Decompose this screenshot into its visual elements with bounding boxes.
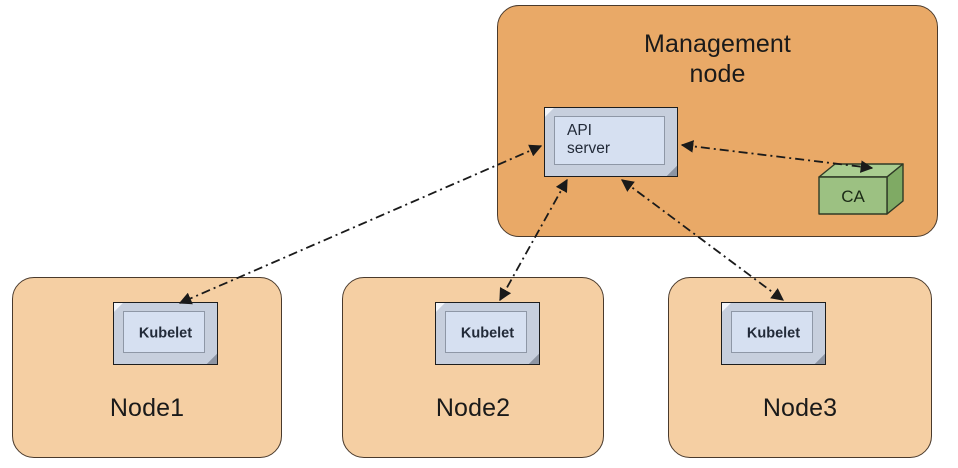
node1-kubelet-box[interactable]: Kubelet (113, 302, 218, 365)
worker-node-2-container[interactable]: Node2 (342, 277, 604, 458)
api-server-label: API server (567, 122, 611, 157)
node3-kubelet-box[interactable]: Kubelet (721, 302, 826, 365)
node3-kubelet-label: Kubelet (746, 325, 801, 342)
api-server-box[interactable]: API server (544, 107, 678, 177)
node2-kubelet-box[interactable]: Kubelet (435, 302, 540, 365)
worker-node-3-title: Node3 (762, 394, 838, 422)
management-node-title: Management node (644, 30, 791, 88)
ca-box[interactable]: CA (815, 160, 907, 218)
ca-label: CA (841, 187, 865, 206)
node1-kubelet-label: Kubelet (138, 325, 193, 342)
worker-node-2-title: Node2 (435, 394, 511, 422)
node2-kubelet-label: Kubelet (460, 325, 515, 342)
worker-node-1-title: Node1 (109, 394, 185, 422)
